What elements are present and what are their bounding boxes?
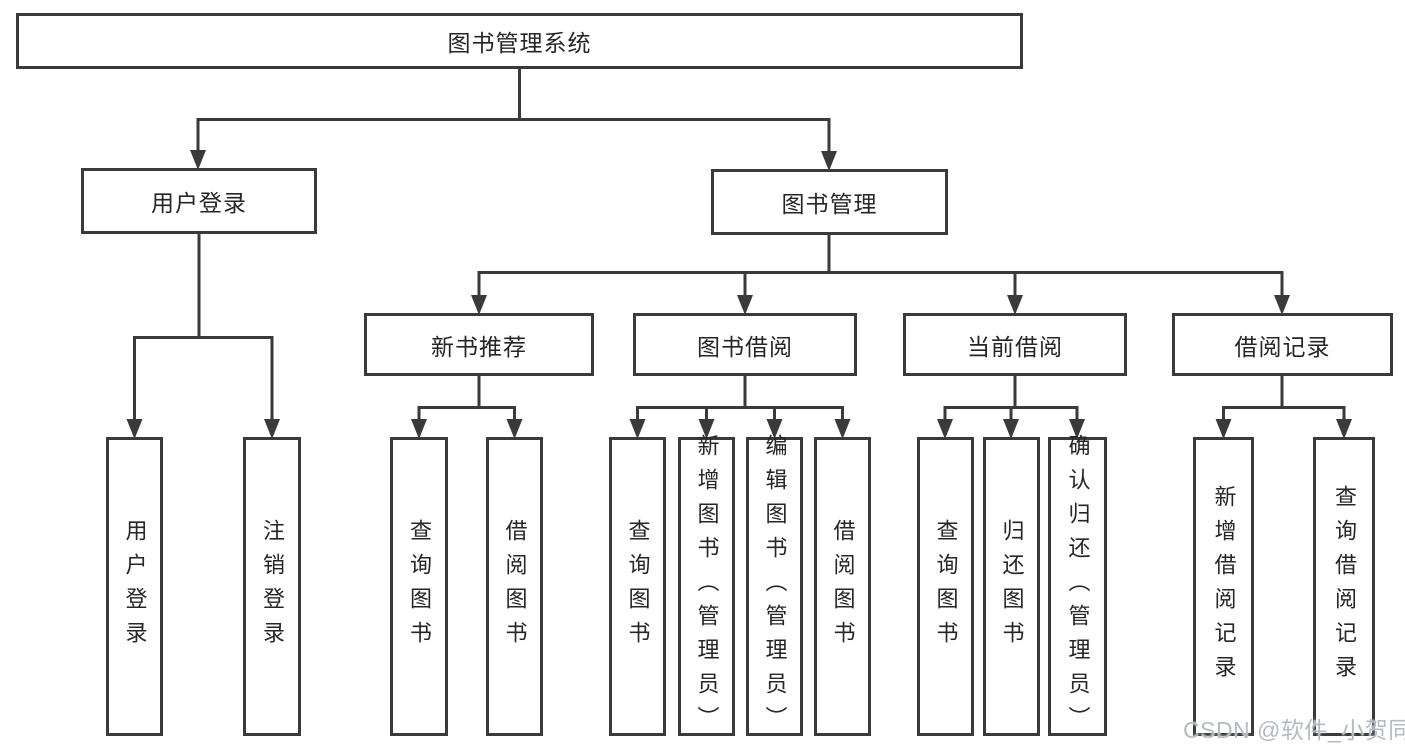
node-root: 图书管理系统 <box>16 13 1023 69</box>
node-leaf-bb-query-book-label: 查询图书 <box>625 518 651 655</box>
node-leaf-cb-query-book: 查询图书 <box>917 437 974 736</box>
node-current-borrowing: 当前借阅 <box>903 313 1127 376</box>
node-book-borrowing: 图书借阅 <box>633 313 857 376</box>
watermark-text: CSDN @软件_小贺同学 <box>1183 717 1405 743</box>
node-book-borrowing-label: 图书借阅 <box>697 333 793 360</box>
node-leaf-nb-borrow-book-label: 借阅图书 <box>502 518 528 655</box>
node-leaf-user-login: 用户登录 <box>106 437 163 736</box>
node-leaf-bb-edit-book-label: 编辑图书（管理员） <box>762 433 788 740</box>
node-root-label: 图书管理系统 <box>447 30 592 56</box>
node-user-login-label: 用户登录 <box>151 190 247 216</box>
node-leaf-logout: 注销登录 <box>243 437 301 736</box>
node-book-management: 图书管理 <box>711 169 948 235</box>
node-user-login: 用户登录 <box>81 168 317 234</box>
node-leaf-bb-edit-book: 编辑图书（管理员） <box>746 434 803 740</box>
node-leaf-bb-add-book-label: 新增图书（管理员） <box>694 433 720 740</box>
node-leaf-br-add-record-label: 新增借阅记录 <box>1211 484 1237 689</box>
node-leaf-nb-query-book: 查询图书 <box>390 437 448 736</box>
node-new-book-recommend-label: 新书推荐 <box>431 333 527 360</box>
node-leaf-bb-query-book: 查询图书 <box>609 437 666 736</box>
node-leaf-br-query-record-label: 查询借阅记录 <box>1332 484 1357 689</box>
node-leaf-bb-borrow-book-label: 借阅图书 <box>830 518 856 655</box>
node-leaf-nb-borrow-book: 借阅图书 <box>486 437 543 736</box>
node-current-borrowing-label: 当前借阅 <box>967 333 1063 360</box>
node-leaf-cb-return-book-label: 归还图书 <box>999 518 1025 655</box>
node-new-book-recommend: 新书推荐 <box>364 313 594 376</box>
node-leaf-cb-query-book-label: 查询图书 <box>933 518 959 655</box>
node-leaf-bb-add-book: 新增图书（管理员） <box>678 434 735 740</box>
node-leaf-bb-borrow-book: 借阅图书 <box>814 437 871 736</box>
node-borrowing-records: 借阅记录 <box>1172 313 1393 376</box>
node-leaf-br-add-record: 新增借阅记录 <box>1193 437 1254 736</box>
node-leaf-cb-confirm-return: 确认归还（管理员） <box>1048 434 1107 740</box>
node-leaf-br-query-record: 查询借阅记录 <box>1313 437 1375 736</box>
node-leaf-cb-return-book: 归还图书 <box>983 437 1040 736</box>
node-leaf-cb-confirm-return-label: 确认归还（管理员） <box>1065 433 1091 740</box>
node-book-management-label: 图书管理 <box>781 191 878 217</box>
node-leaf-user-login-label: 用户登录 <box>122 518 148 655</box>
node-leaf-nb-query-book-label: 查询图书 <box>407 518 432 655</box>
node-borrowing-records-label: 借阅记录 <box>1234 333 1331 360</box>
node-leaf-logout-label: 注销登录 <box>260 518 285 655</box>
